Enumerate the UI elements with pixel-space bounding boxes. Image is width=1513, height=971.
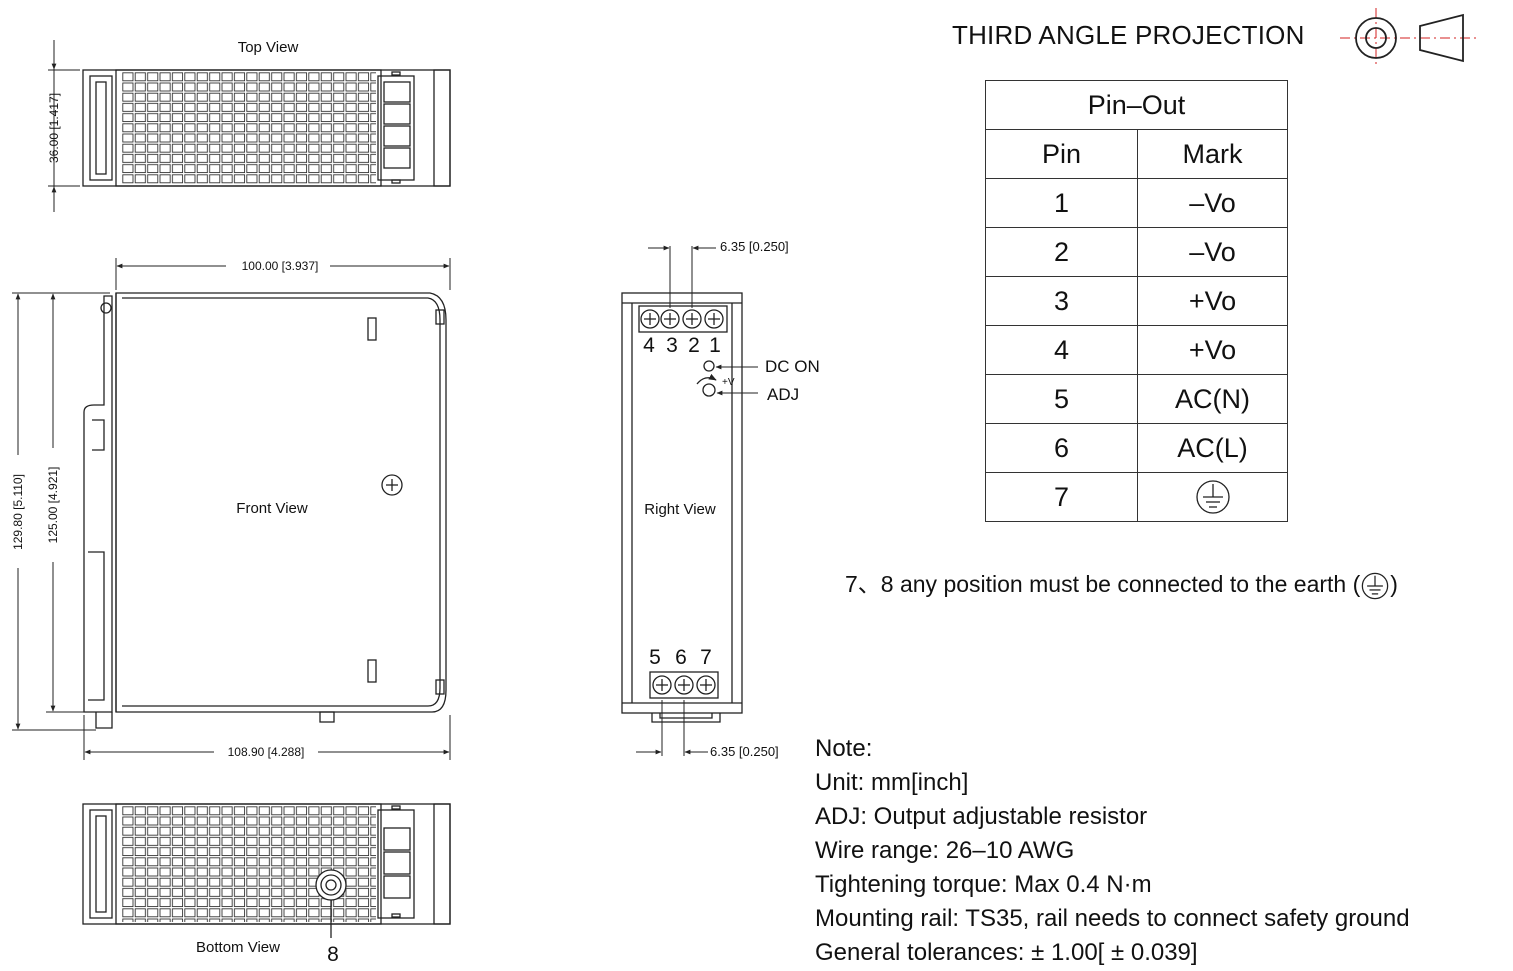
table-row: 2 –Vo: [985, 227, 1288, 277]
pin-mark: +Vo: [1137, 325, 1288, 375]
earth-connection-note: 7、8 any position must be connected to th…: [845, 565, 1398, 601]
top-pin-3: 3: [666, 334, 678, 357]
right-view: [621, 292, 743, 723]
body-height-label: 125.00 [4.921]: [46, 467, 60, 544]
right-view-label: Right View: [644, 501, 716, 518]
pin-8-label: 8: [327, 943, 339, 966]
total-height-dimension: [12, 292, 110, 731]
total-width-dimension: [83, 715, 451, 760]
pin-mark: –Vo: [1137, 227, 1288, 277]
pinout-header-row: Pin Mark: [985, 129, 1288, 179]
mark-column-header: Mark: [1137, 129, 1288, 179]
adj-potentiometer-icon: [702, 383, 716, 397]
note-line: Wire range: 26–10 AWG: [815, 837, 1075, 864]
bottom-view: [82, 803, 451, 938]
pin-number: 2: [985, 227, 1138, 277]
pinout-table: Pin–Out Pin Mark 1 –Vo 2 –Vo 3 +Vo 4 +Vo…: [985, 80, 1288, 522]
table-row: 3 +Vo: [985, 276, 1288, 326]
notes-block: Note: Unit: mm[inch] ADJ: Output adjusta…: [815, 732, 1410, 970]
bottom-pin-6: 6: [675, 646, 687, 669]
top-height-dimension: [48, 40, 80, 212]
front-view-label: Front View: [236, 500, 308, 517]
projection-title: THIRD ANGLE PROJECTION: [952, 20, 1305, 50]
ground-icon: [1195, 480, 1230, 514]
note-line: General tolerances: ± 1.00[ ± 0.039]: [815, 939, 1198, 966]
earth-note-suffix: ): [1390, 571, 1398, 597]
top-pitch-label: 6.35 [0.250]: [720, 239, 789, 254]
pin-number: 7: [985, 472, 1138, 522]
top-view: [82, 69, 451, 187]
pin-column-header: Pin: [985, 129, 1138, 179]
note-line: Tightening torque: Max 0.4 N·m: [815, 871, 1152, 898]
table-row: 6 AC(L): [985, 423, 1288, 473]
total-width-label: 108.90 [4.288]: [228, 745, 305, 759]
dc-on-label: DC ON: [765, 357, 820, 376]
note-heading: Note:: [815, 735, 873, 762]
table-row: 7: [985, 472, 1288, 522]
plus-v-label: +V: [722, 377, 735, 388]
pinout-title: Pin–Out: [985, 80, 1288, 130]
pin-mark: –Vo: [1137, 178, 1288, 228]
third-angle-projection-icon: [1340, 8, 1476, 68]
top-terminal-screws: [640, 309, 724, 329]
front-width-dimension: [115, 258, 451, 290]
bottom-pin-7: 7: [700, 646, 712, 669]
bottom-pitch-label: 6.35 [0.250]: [710, 744, 779, 759]
table-row: 1 –Vo: [985, 178, 1288, 228]
pin-number: 1: [985, 178, 1138, 228]
bottom-terminal-screws: [652, 675, 716, 695]
top-height-label: 36.00 [1.417]: [47, 93, 61, 163]
pinout-title-row: Pin–Out: [985, 80, 1288, 130]
earth-note-text: 7、8 any position must be connected to th…: [845, 571, 1361, 597]
pin-number: 5: [985, 374, 1138, 424]
top-view-label: Top View: [238, 39, 299, 56]
note-line: ADJ: Output adjustable resistor: [815, 803, 1148, 830]
dc-on-led-icon: [703, 360, 715, 372]
top-pin-2: 2: [688, 334, 700, 357]
body-height-dimension: [46, 293, 84, 713]
top-pin-1: 1: [709, 334, 721, 357]
bottom-view-label: Bottom View: [196, 939, 280, 956]
note-line: Unit: mm[inch]: [815, 769, 969, 796]
front-view: [83, 292, 447, 729]
pin-number: 3: [985, 276, 1138, 326]
pin-mark: +Vo: [1137, 276, 1288, 326]
pin-number: 6: [985, 423, 1138, 473]
pin-mark: AC(L): [1137, 423, 1288, 473]
bottom-pin-5: 5: [649, 646, 661, 669]
table-row: 5 AC(N): [985, 374, 1288, 424]
ground-icon: [1362, 572, 1389, 600]
top-pin-4: 4: [643, 334, 655, 357]
right-view-leaders: [636, 245, 758, 756]
total-height-label: 129.80 [5.110]: [11, 474, 25, 550]
pin-mark: AC(N): [1137, 374, 1288, 424]
pin-mark: [1137, 472, 1288, 522]
adj-label: ADJ: [767, 385, 799, 404]
front-width-label: 100.00 [3.937]: [242, 259, 319, 273]
table-row: 4 +Vo: [985, 325, 1288, 375]
note-line: Mounting rail: TS35, rail needs to conne…: [815, 905, 1410, 932]
pin-number: 4: [985, 325, 1138, 375]
